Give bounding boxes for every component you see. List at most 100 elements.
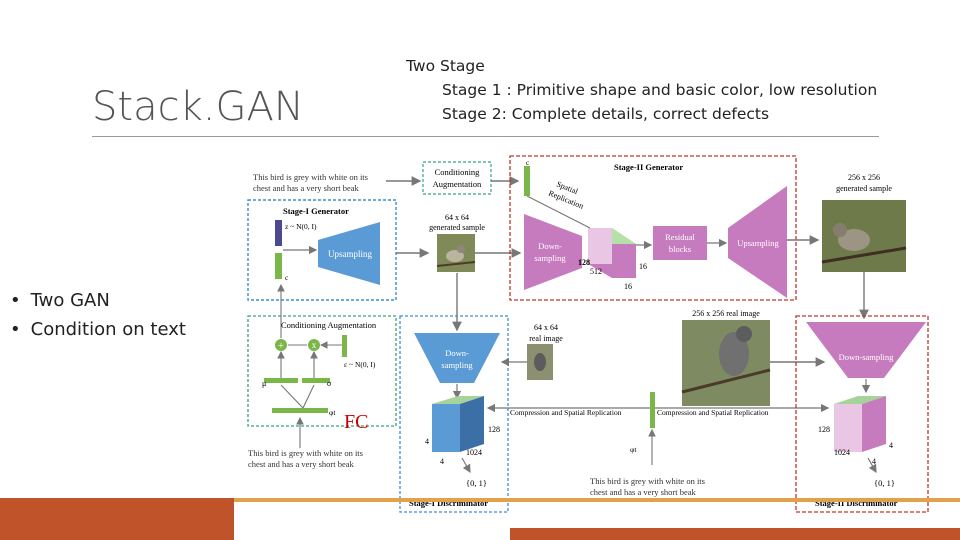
z-label: z ~ N(0, I) bbox=[285, 222, 317, 231]
downsampling-block-gen2 bbox=[524, 214, 582, 290]
stage1-generator-box bbox=[247, 199, 397, 301]
arrow-d2-output bbox=[867, 457, 877, 474]
times-symbol: x bbox=[312, 340, 317, 350]
upsampling-label-2: Upsampling bbox=[737, 238, 779, 248]
downsampling-block-d2 bbox=[806, 322, 926, 378]
output-d1: {0, 1} bbox=[466, 478, 487, 488]
downsampling-block-d1 bbox=[414, 333, 500, 383]
title-divider bbox=[92, 136, 879, 137]
concat-cube-gen2 bbox=[588, 228, 636, 278]
epsilon-label: ε ~ N(0, I) bbox=[344, 360, 376, 369]
downsampling-gen2-label-2: sampling bbox=[534, 253, 566, 263]
cube-dim-d1-4b: 4 bbox=[440, 457, 444, 466]
stage1-discriminator-label: Stage-I Discriminator bbox=[409, 498, 488, 508]
sample64-label-2: generated sample bbox=[429, 223, 485, 232]
downsampling-d1-label-1: Down- bbox=[445, 348, 469, 358]
cube-dim-d2-128: 128 bbox=[818, 425, 830, 434]
compression-label-2: Compression and Spatial Replication bbox=[657, 408, 769, 417]
downsampling-gen2-label-1: Down- bbox=[538, 241, 562, 251]
stage2-generator-label: Stage-II Generator bbox=[614, 162, 683, 172]
text-description-left-1: This bird is grey with white on its bbox=[248, 448, 363, 458]
phi-vector-mid bbox=[650, 392, 655, 428]
link-phi-mu bbox=[280, 384, 304, 409]
phi-vector-left bbox=[272, 408, 328, 413]
stage1-discriminator-box bbox=[399, 315, 509, 513]
cube-dim-d2-4a: 4 bbox=[889, 441, 893, 450]
residual-blocks bbox=[653, 226, 707, 260]
cube-dim-d1-128: 128 bbox=[488, 425, 500, 434]
sample64-bird-image bbox=[436, 234, 476, 272]
epsilon-vector bbox=[342, 335, 347, 357]
phi-label-left: φt bbox=[329, 408, 336, 417]
stage1-generator-label: Stage-I Generator bbox=[283, 206, 349, 216]
cube-dim-d2-1024: 1024 bbox=[834, 448, 850, 457]
downsampling-d2-label: Down-sampling bbox=[839, 352, 895, 362]
link-c-to-cube bbox=[526, 195, 591, 229]
output-d2: {0, 1} bbox=[874, 478, 895, 488]
c-vector-gen1 bbox=[275, 253, 282, 279]
cube-dim-gen2-16a: 16 bbox=[639, 262, 647, 271]
real256-bird-image bbox=[681, 320, 771, 406]
bullet-condition-text: Condition on text bbox=[10, 315, 186, 344]
cube-dim-d1-1024: 1024 bbox=[466, 448, 482, 457]
sigma-vector bbox=[302, 378, 330, 383]
slide-title: Stack.GAN bbox=[92, 84, 304, 130]
mu-vector bbox=[264, 378, 298, 383]
description-line-2: Stage 1 : Primitive shape and basic colo… bbox=[442, 81, 878, 99]
text-description-top-2: chest and has a very short beak bbox=[253, 183, 359, 193]
sample256-bird-image bbox=[821, 200, 907, 272]
description-line-3: Stage 2: Complete details, correct defec… bbox=[442, 105, 770, 123]
description-line-1: Two Stage bbox=[406, 57, 485, 75]
conditioning-box-label-2: Augmentation bbox=[433, 179, 482, 189]
cube-dim-gen2-16b: 16 bbox=[624, 282, 632, 291]
arrow-d1-output bbox=[461, 457, 471, 474]
conditioning-augmentation-box bbox=[247, 315, 397, 427]
text-description-top-1: This bird is grey with white on its bbox=[253, 172, 368, 182]
real64-label-1: 64 x 64 bbox=[534, 323, 558, 332]
sample64-label-1: 64 x 64 bbox=[445, 213, 469, 222]
real64-label-2: real image bbox=[529, 334, 563, 343]
real64-bird-image bbox=[527, 344, 553, 380]
footer-accent-right bbox=[510, 528, 960, 540]
upsampling-block-1 bbox=[318, 222, 380, 285]
text-description-mid-1: This bird is grey with white on its bbox=[590, 476, 705, 486]
text-description-left-2: chest and has a very short beak bbox=[248, 459, 354, 469]
compression-label-1: Compression and Spatial Replication bbox=[510, 408, 622, 417]
residual-blocks-label-1: Residual bbox=[665, 232, 695, 242]
fc-label: FC bbox=[344, 411, 368, 433]
c-label-gen2: c bbox=[526, 158, 530, 167]
residual-blocks-label-2: blocks bbox=[669, 244, 691, 254]
conditioning-augmentation-label: Conditioning Augmentation bbox=[281, 320, 377, 330]
stage2-generator-box bbox=[509, 155, 797, 301]
stage2-discriminator-label: Stage-II Discriminator bbox=[815, 498, 898, 508]
sigma-label: σ bbox=[327, 379, 332, 388]
sample256-label-2: generated sample bbox=[836, 184, 892, 193]
plus-node bbox=[275, 339, 287, 351]
sample256-label-1: 256 x 256 bbox=[848, 173, 880, 182]
real256-label: 256 x 256 real image bbox=[692, 309, 760, 318]
text-description-mid-2: chest and has a very short beak bbox=[590, 487, 696, 497]
z-vector bbox=[275, 220, 282, 246]
upsampling-block-2 bbox=[728, 186, 787, 298]
mu-label: μ bbox=[262, 379, 266, 388]
stage2-discriminator-box bbox=[795, 315, 929, 513]
conditioning-box-label-1: Conditioning bbox=[435, 167, 481, 177]
cube-dim-d1-4a: 4 bbox=[425, 437, 429, 446]
times-node bbox=[308, 339, 320, 351]
concat-cube-d2 bbox=[834, 396, 886, 452]
cube-dim-gen2-128: 128 bbox=[578, 258, 590, 267]
link-phi-sigma bbox=[302, 384, 315, 409]
plus-symbol: + bbox=[278, 341, 284, 352]
footer-accent-line bbox=[0, 498, 960, 502]
cube-dim-gen2-512: 512 bbox=[590, 267, 602, 276]
phi-label-mid: φt bbox=[630, 445, 637, 454]
c-label-gen1: c bbox=[285, 273, 289, 282]
downsampling-d1-label-2: sampling bbox=[441, 360, 473, 370]
upsampling-label-1: Upsampling bbox=[328, 249, 372, 259]
footer-accent-left bbox=[0, 498, 234, 540]
bullet-list: Two GAN Condition on text bbox=[10, 286, 186, 344]
cube-dim-d2-4b: 4 bbox=[872, 457, 876, 466]
concat-cube-d1 bbox=[432, 396, 484, 452]
bullet-two-gan: Two GAN bbox=[10, 286, 186, 315]
